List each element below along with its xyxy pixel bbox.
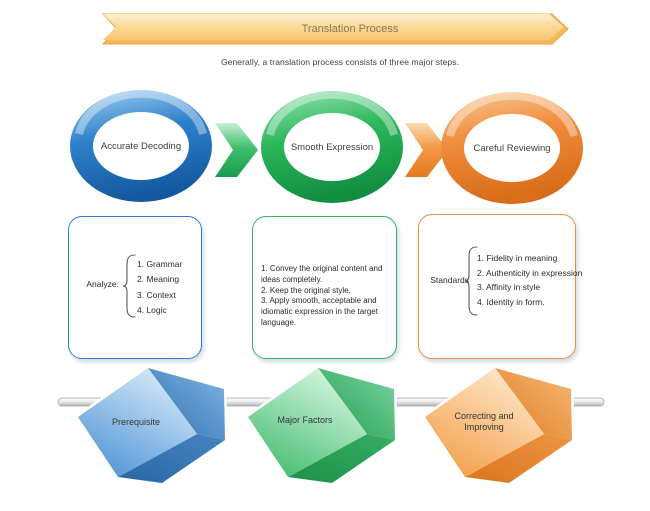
major-factors-text: 1. Convey the original content and ideas… bbox=[261, 264, 383, 327]
list-item: 4. Identity in form. bbox=[477, 296, 545, 307]
list-item: 2. Authenticity in expression bbox=[477, 267, 583, 278]
list-item: 1. Grammar bbox=[137, 259, 183, 269]
cube-label-correcting-improving: Correcting and Improving bbox=[454, 411, 514, 432]
curly-brace-icon bbox=[122, 254, 136, 318]
diagram-subtitle: Generally, a translation process consist… bbox=[220, 57, 460, 67]
banner-title: Translation Process bbox=[302, 23, 399, 35]
cube-major-factors bbox=[245, 365, 398, 486]
chevron-right-icon-2 bbox=[405, 123, 448, 177]
cube-label-major-factors: Major Factors bbox=[277, 415, 333, 425]
list-item: 3. Affinity in style bbox=[477, 282, 541, 293]
cubes-row bbox=[57, 365, 605, 486]
step-label: Smooth Expression bbox=[291, 142, 373, 153]
cube-prerequisite bbox=[75, 365, 228, 486]
detail-box-analyze: Analyze: 1. Grammar 2. Meaning 3. Contex… bbox=[68, 216, 202, 359]
step-ring-accurate-decoding: Accurate Decoding bbox=[70, 89, 212, 202]
curly-brace-icon bbox=[464, 246, 478, 316]
chevron-right-icon-1 bbox=[215, 123, 258, 177]
cube-label-prerequisite: Prerequisite bbox=[111, 417, 161, 427]
list-item: 4. Logic bbox=[137, 304, 167, 315]
step-label: Accurate Decoding bbox=[101, 141, 181, 152]
standards-items: 1. Fidelity in meaning 2. Authenticity i… bbox=[477, 251, 582, 309]
step-ring-careful-reviewing: Careful Reviewing bbox=[441, 91, 583, 204]
detail-box-standards: Standards 1. Fidelity in meaning 2. Auth… bbox=[418, 214, 582, 359]
step-label: Careful Reviewing bbox=[473, 143, 550, 154]
step-ring-smooth-expression: Smooth Expression bbox=[261, 90, 403, 203]
title-banner: Translation Process bbox=[101, 13, 569, 45]
detail-box-major-factors: 1. Convey the original content and ideas… bbox=[252, 216, 397, 359]
list-item: 2. Meaning bbox=[137, 274, 180, 285]
steps-row: Accurate Decoding Smooth Expression Care… bbox=[70, 89, 583, 204]
standards-label: Standards bbox=[430, 275, 469, 285]
banner-arrow-face bbox=[103, 14, 564, 40]
analyze-items: 1. Grammar 2. Meaning 3. Context 4. Logi… bbox=[137, 257, 182, 318]
list-item: 1. Fidelity in meaning bbox=[477, 253, 558, 263]
cube-correcting-improving bbox=[422, 365, 575, 486]
list-item: 3. Context bbox=[137, 289, 176, 300]
analyze-label: Analyze: bbox=[86, 279, 119, 289]
